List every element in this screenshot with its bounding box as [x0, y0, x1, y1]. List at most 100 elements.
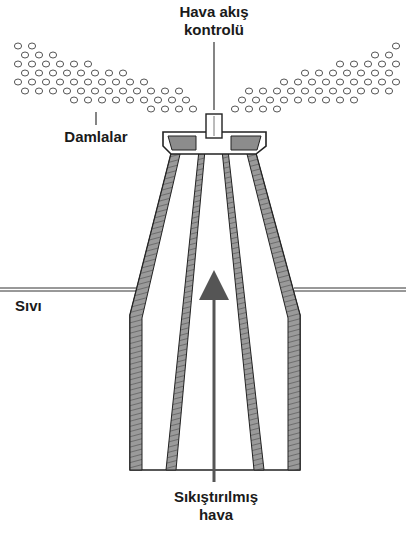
droplet: [70, 61, 77, 67]
droplet: [63, 70, 70, 76]
droplet: [42, 79, 49, 85]
droplet: [175, 88, 182, 94]
droplet: [273, 106, 280, 112]
droplet: [287, 88, 294, 94]
droplet: [308, 79, 315, 85]
droplet: [385, 70, 392, 76]
droplet: [364, 79, 371, 85]
droplet: [238, 97, 245, 103]
droplet: [49, 88, 56, 94]
droplet: [308, 97, 315, 103]
droplet: [280, 79, 287, 85]
droplet: [371, 70, 378, 76]
droplet: [28, 61, 35, 67]
droplet: [392, 79, 399, 85]
liquid-label: Sıvı: [15, 297, 65, 315]
droplet: [392, 43, 399, 49]
droplet: [315, 70, 322, 76]
droplet: [378, 79, 385, 85]
droplet: [371, 88, 378, 94]
droplet: [98, 97, 105, 103]
droplet: [343, 70, 350, 76]
droplet: [245, 88, 252, 94]
droplet: [35, 88, 42, 94]
droplet: [189, 106, 196, 112]
droplet: [357, 88, 364, 94]
droplet: [21, 88, 28, 94]
droplet: [294, 97, 301, 103]
droplet: [140, 79, 147, 85]
droplet: [28, 79, 35, 85]
droplet: [70, 79, 77, 85]
droplet: [35, 70, 42, 76]
droplet: [182, 97, 189, 103]
droplet: [147, 106, 154, 112]
droplet: [77, 70, 84, 76]
droplet: [63, 88, 70, 94]
droplet: [252, 97, 259, 103]
droplet: [105, 88, 112, 94]
droplet: [385, 88, 392, 94]
droplet: [154, 97, 161, 103]
droplet: [112, 79, 119, 85]
droplet: [336, 79, 343, 85]
droplet: [329, 88, 336, 94]
droplet: [14, 79, 21, 85]
droplet: [91, 70, 98, 76]
droplet: [329, 70, 336, 76]
droplet: [112, 97, 119, 103]
droplet: [91, 88, 98, 94]
leader-line: [95, 112, 96, 125]
droplet: [350, 61, 357, 67]
droplet: [35, 52, 42, 58]
droplet: [266, 97, 273, 103]
droplet: [294, 79, 301, 85]
droplet: [322, 97, 329, 103]
droplet: [378, 61, 385, 67]
droplet: [119, 70, 126, 76]
droplet: [28, 43, 35, 49]
droplet: [336, 61, 343, 67]
droplet: [168, 97, 175, 103]
droplet: [364, 61, 371, 67]
droplet: [315, 88, 322, 94]
droplets-label: Damlalar: [46, 128, 146, 146]
droplet: [301, 88, 308, 94]
droplet: [322, 79, 329, 85]
droplet: [371, 52, 378, 58]
droplet: [21, 70, 28, 76]
droplet: [392, 61, 399, 67]
droplet: [161, 88, 168, 94]
compressed-air-label: Sıkıştırılmış hava: [156, 488, 276, 524]
droplets: [14, 43, 399, 112]
droplet: [259, 88, 266, 94]
droplet: [49, 52, 56, 58]
droplet: [21, 52, 28, 58]
droplet: [14, 43, 21, 49]
droplet: [245, 106, 252, 112]
droplet: [119, 88, 126, 94]
droplet: [77, 88, 84, 94]
droplet: [301, 70, 308, 76]
droplet: [231, 106, 238, 112]
droplet: [280, 97, 287, 103]
droplet: [14, 61, 21, 67]
droplet: [336, 97, 343, 103]
droplet: [126, 79, 133, 85]
droplet: [147, 88, 154, 94]
droplet: [273, 88, 280, 94]
droplet: [56, 79, 63, 85]
droplet: [84, 79, 91, 85]
droplet: [259, 106, 266, 112]
droplet: [105, 70, 112, 76]
air-arrow: [213, 285, 216, 482]
droplet: [385, 52, 392, 58]
leader-line: [213, 42, 214, 110]
droplet: [84, 97, 91, 103]
droplet: [350, 97, 357, 103]
droplet: [357, 70, 364, 76]
droplet: [98, 79, 105, 85]
droplet: [126, 97, 133, 103]
droplet: [42, 61, 49, 67]
droplet: [161, 106, 168, 112]
